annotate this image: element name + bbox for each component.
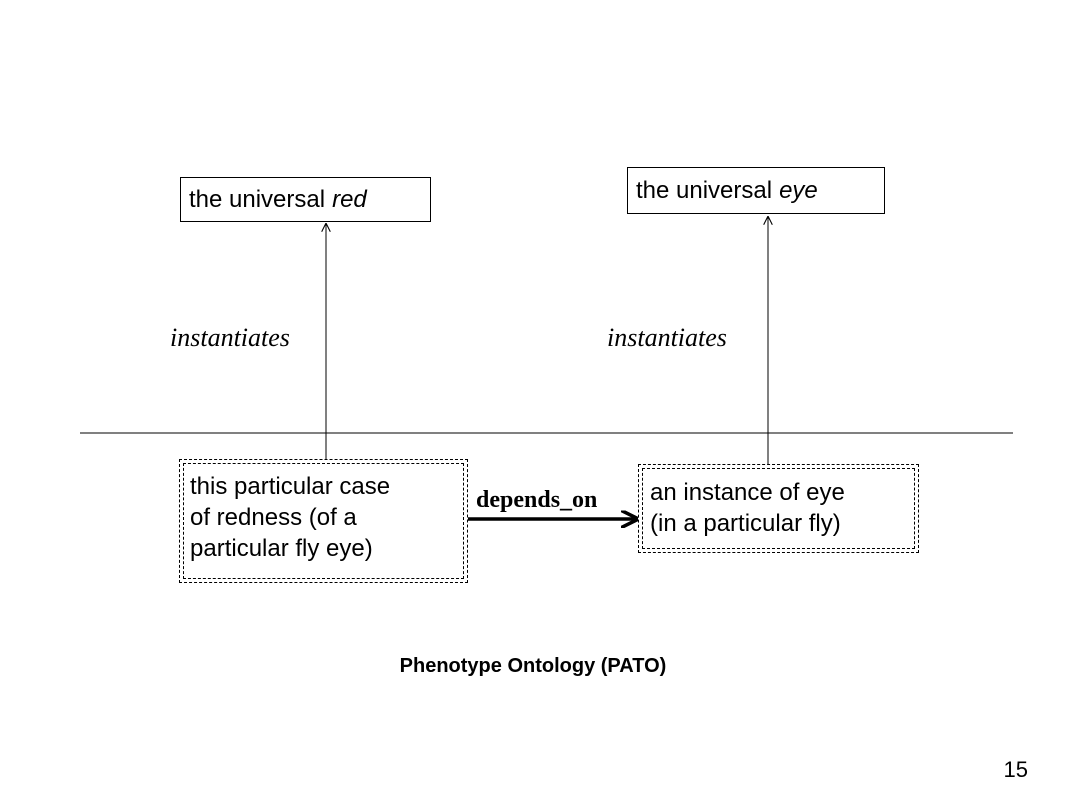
- depends-on-label: depends_on: [476, 487, 598, 513]
- universal-eye-prefix: the universal: [636, 176, 773, 204]
- instantiates-label-left: instantiates: [170, 323, 290, 352]
- eye-instance-box: an instance of eye (in a particular fly): [638, 464, 919, 553]
- eye-instance-line-2: (in a particular fly): [650, 510, 841, 537]
- universal-red-term: red: [332, 185, 367, 213]
- universal-red-prefix: the universal: [189, 185, 326, 213]
- redness-line-3: particular fly eye): [190, 535, 373, 562]
- page-number: 15: [1003, 757, 1028, 782]
- redness-instance-inner: this particular case of redness (of a pa…: [183, 463, 464, 579]
- eye-instance-line-1: an instance of eye: [650, 479, 845, 506]
- redness-line-2: of redness (of a: [190, 504, 357, 531]
- universal-eye-term: eye: [779, 176, 818, 204]
- universal-eye-box: the universal eye: [627, 167, 885, 214]
- diagram-caption: Phenotype Ontology (PATO): [399, 655, 667, 677]
- universal-red-box: the universal red: [180, 177, 431, 222]
- eye-instance-inner: an instance of eye (in a particular fly): [642, 468, 915, 549]
- redness-line-1: this particular case: [190, 473, 391, 500]
- instantiates-label-right: instantiates: [607, 323, 727, 352]
- redness-instance-box: this particular case of redness (of a pa…: [179, 459, 468, 583]
